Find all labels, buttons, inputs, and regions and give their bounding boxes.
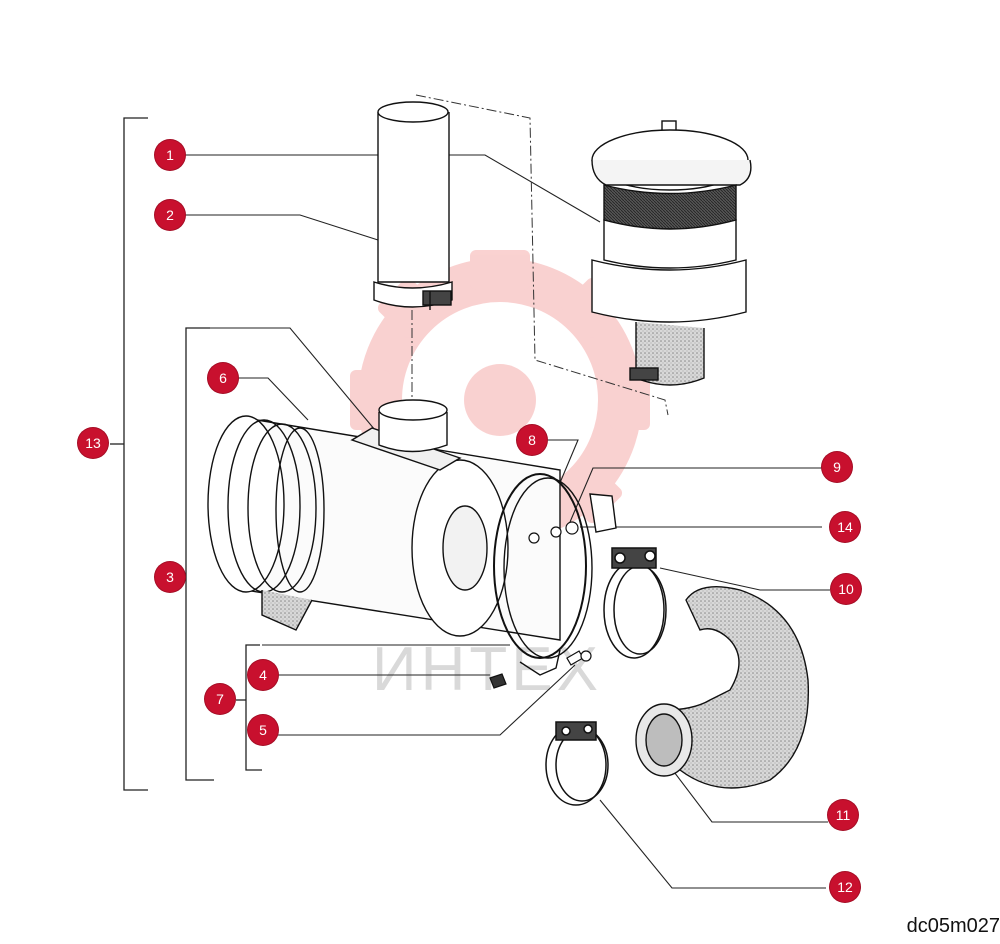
callout-8[interactable]: 8 <box>517 425 547 455</box>
intake-tube <box>373 101 453 310</box>
callout-13[interactable]: 13 <box>78 428 108 458</box>
hose-clamp-large <box>603 547 667 659</box>
callout-10[interactable]: 10 <box>831 574 861 604</box>
callout-1[interactable]: 1 <box>155 140 185 170</box>
watermark-text: ИНТЕХ <box>372 635 602 704</box>
callout-5[interactable]: 5 <box>248 715 278 745</box>
hose-clamp-small <box>545 721 609 806</box>
filter-housing <box>207 399 617 676</box>
diagram-code: dc05m027 <box>906 915 1000 937</box>
callout-14[interactable]: 14 <box>830 512 860 542</box>
callout-4[interactable]: 4 <box>248 660 278 690</box>
callout-6[interactable]: 6 <box>208 363 238 393</box>
precleaner <box>591 120 752 386</box>
callout-9[interactable]: 9 <box>822 452 852 482</box>
callout-2[interactable]: 2 <box>155 200 185 230</box>
elbow-hose <box>635 586 810 789</box>
assembly-dashed-lines <box>411 94 669 416</box>
callout-12[interactable]: 12 <box>830 872 860 902</box>
group-brackets <box>110 117 262 791</box>
fasteners <box>489 521 592 689</box>
leader-lines <box>185 154 830 889</box>
callout-3[interactable]: 3 <box>155 562 185 592</box>
callout-7[interactable]: 7 <box>205 684 235 714</box>
callout-11[interactable]: 11 <box>828 800 858 830</box>
